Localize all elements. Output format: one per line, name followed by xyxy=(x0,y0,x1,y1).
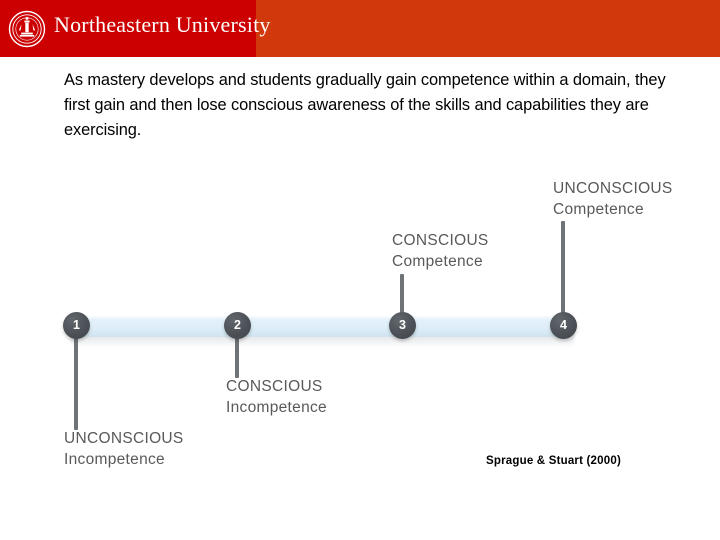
stage-label-3-bottom: Competence xyxy=(392,253,483,270)
brand-wordmark: Northeastern University xyxy=(54,12,271,37)
connector-stem-3 xyxy=(400,274,404,322)
stage-label-4: UNCONSCIOUS Competence xyxy=(553,178,673,220)
stage-label-1-bottom: Incompetence xyxy=(64,451,165,468)
stage-label-1: UNCONSCIOUS Incompetence xyxy=(64,428,184,470)
stage-node-2[interactable]: 2 xyxy=(224,312,251,339)
connector-stem-4 xyxy=(561,221,565,322)
stage-label-2: CONSCIOUS Incompetence xyxy=(226,376,327,418)
stage-label-4-top: UNCONSCIOUS xyxy=(553,180,673,197)
stage-label-3-top: CONSCIOUS xyxy=(392,232,489,249)
connector-stem-2 xyxy=(235,338,239,378)
stage-label-4-bottom: Competence xyxy=(553,201,644,218)
stage-node-3[interactable]: 3 xyxy=(389,312,416,339)
stage-label-2-bottom: Incompetence xyxy=(226,399,327,416)
connector-stem-1 xyxy=(74,338,78,430)
slide-body-text: As mastery develops and students gradual… xyxy=(64,71,666,139)
stage-label-2-top: CONSCIOUS xyxy=(226,378,323,395)
competence-stages-diagram: 1 UNCONSCIOUS Incompetence 2 CONSCIOUS I… xyxy=(0,160,720,490)
stage-label-3: CONSCIOUS Competence xyxy=(392,230,489,272)
northeastern-seal-icon xyxy=(8,10,46,48)
bar-shadow xyxy=(70,334,574,348)
stage-label-1-top: UNCONSCIOUS xyxy=(64,430,184,447)
stage-node-4[interactable]: 4 xyxy=(550,312,577,339)
stage-node-1[interactable]: 1 xyxy=(63,312,90,339)
slide-header: Northeastern University xyxy=(0,0,720,57)
progression-bar xyxy=(68,315,572,337)
citation-text: Sprague & Stuart (2000) xyxy=(486,455,621,467)
